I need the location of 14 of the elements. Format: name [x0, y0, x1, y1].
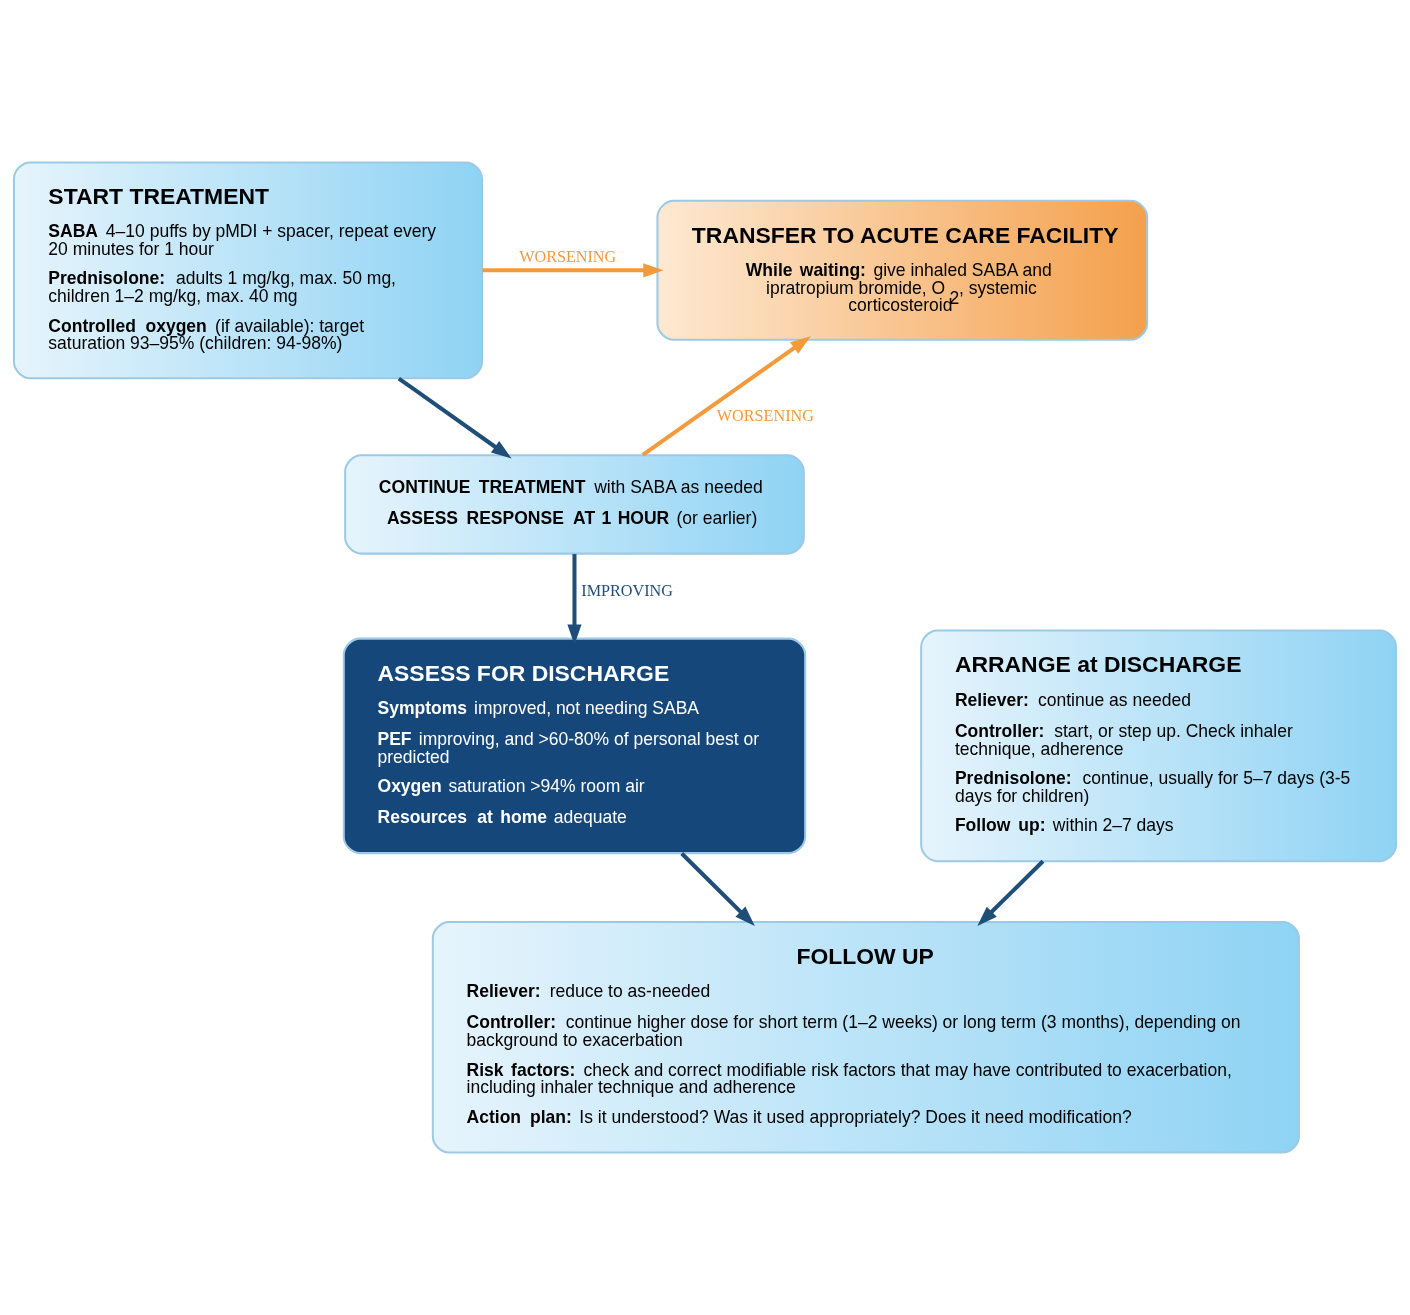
- edge-label: WORSENING: [716, 406, 814, 424]
- arrow: [977, 859, 1045, 926]
- arrow: [641, 336, 811, 457]
- node-box: ARRANGE at DISCHARGE Reliever: continue as needed Controller: start, or step up. Check inhaler technique, adherence Prednisolone: continue, usually for 5–7 days (3-5 days for children) Follow up: within 2–7 days: [920, 629, 1398, 863]
- edge-label: WORSENING: [519, 247, 617, 265]
- node-box: ASSESS FOR DISCHARGE Symptoms improved, not needing SABA PEF improving, and >60-80% of personal best or predicted Oxygen saturation >94% room air Resources at home adequate: [342, 637, 807, 855]
- arrow: [680, 852, 755, 926]
- node-box: CONTINUE TREATMENT with SABA as needed ASSESS RESPONSE AT 1 HOUR (or earlier): [344, 454, 805, 555]
- arrow: [567, 554, 582, 645]
- node-box: START TREATMENT SABA 4–10 puffs by pMDI + spacer, repeat every 20 minutes for 1 hour Prednisolone: adults 1 mg/kg, max. 50 mg, children 1–2 mg/kg, max. 40 mg Controlled oxygen (if available): target saturation 93–95% (children: 94-98%): [12, 161, 484, 380]
- edge-label: IMPROVING: [581, 582, 673, 600]
- arrow: [397, 376, 512, 459]
- arrow: [482, 263, 664, 278]
- node-box: FOLLOW UP Reliever: reduce to as-needed Controller: continue higher dose for short term (1–2 weeks) or long term (3 months), depending on background to exacerbation Risk factors: check and correct modifiable risk factors that may have contributed to exacerbation, including inhaler technique and adherence Action plan: Is it understood? Was it used appropriately? Does it need modification?: [431, 920, 1300, 1154]
